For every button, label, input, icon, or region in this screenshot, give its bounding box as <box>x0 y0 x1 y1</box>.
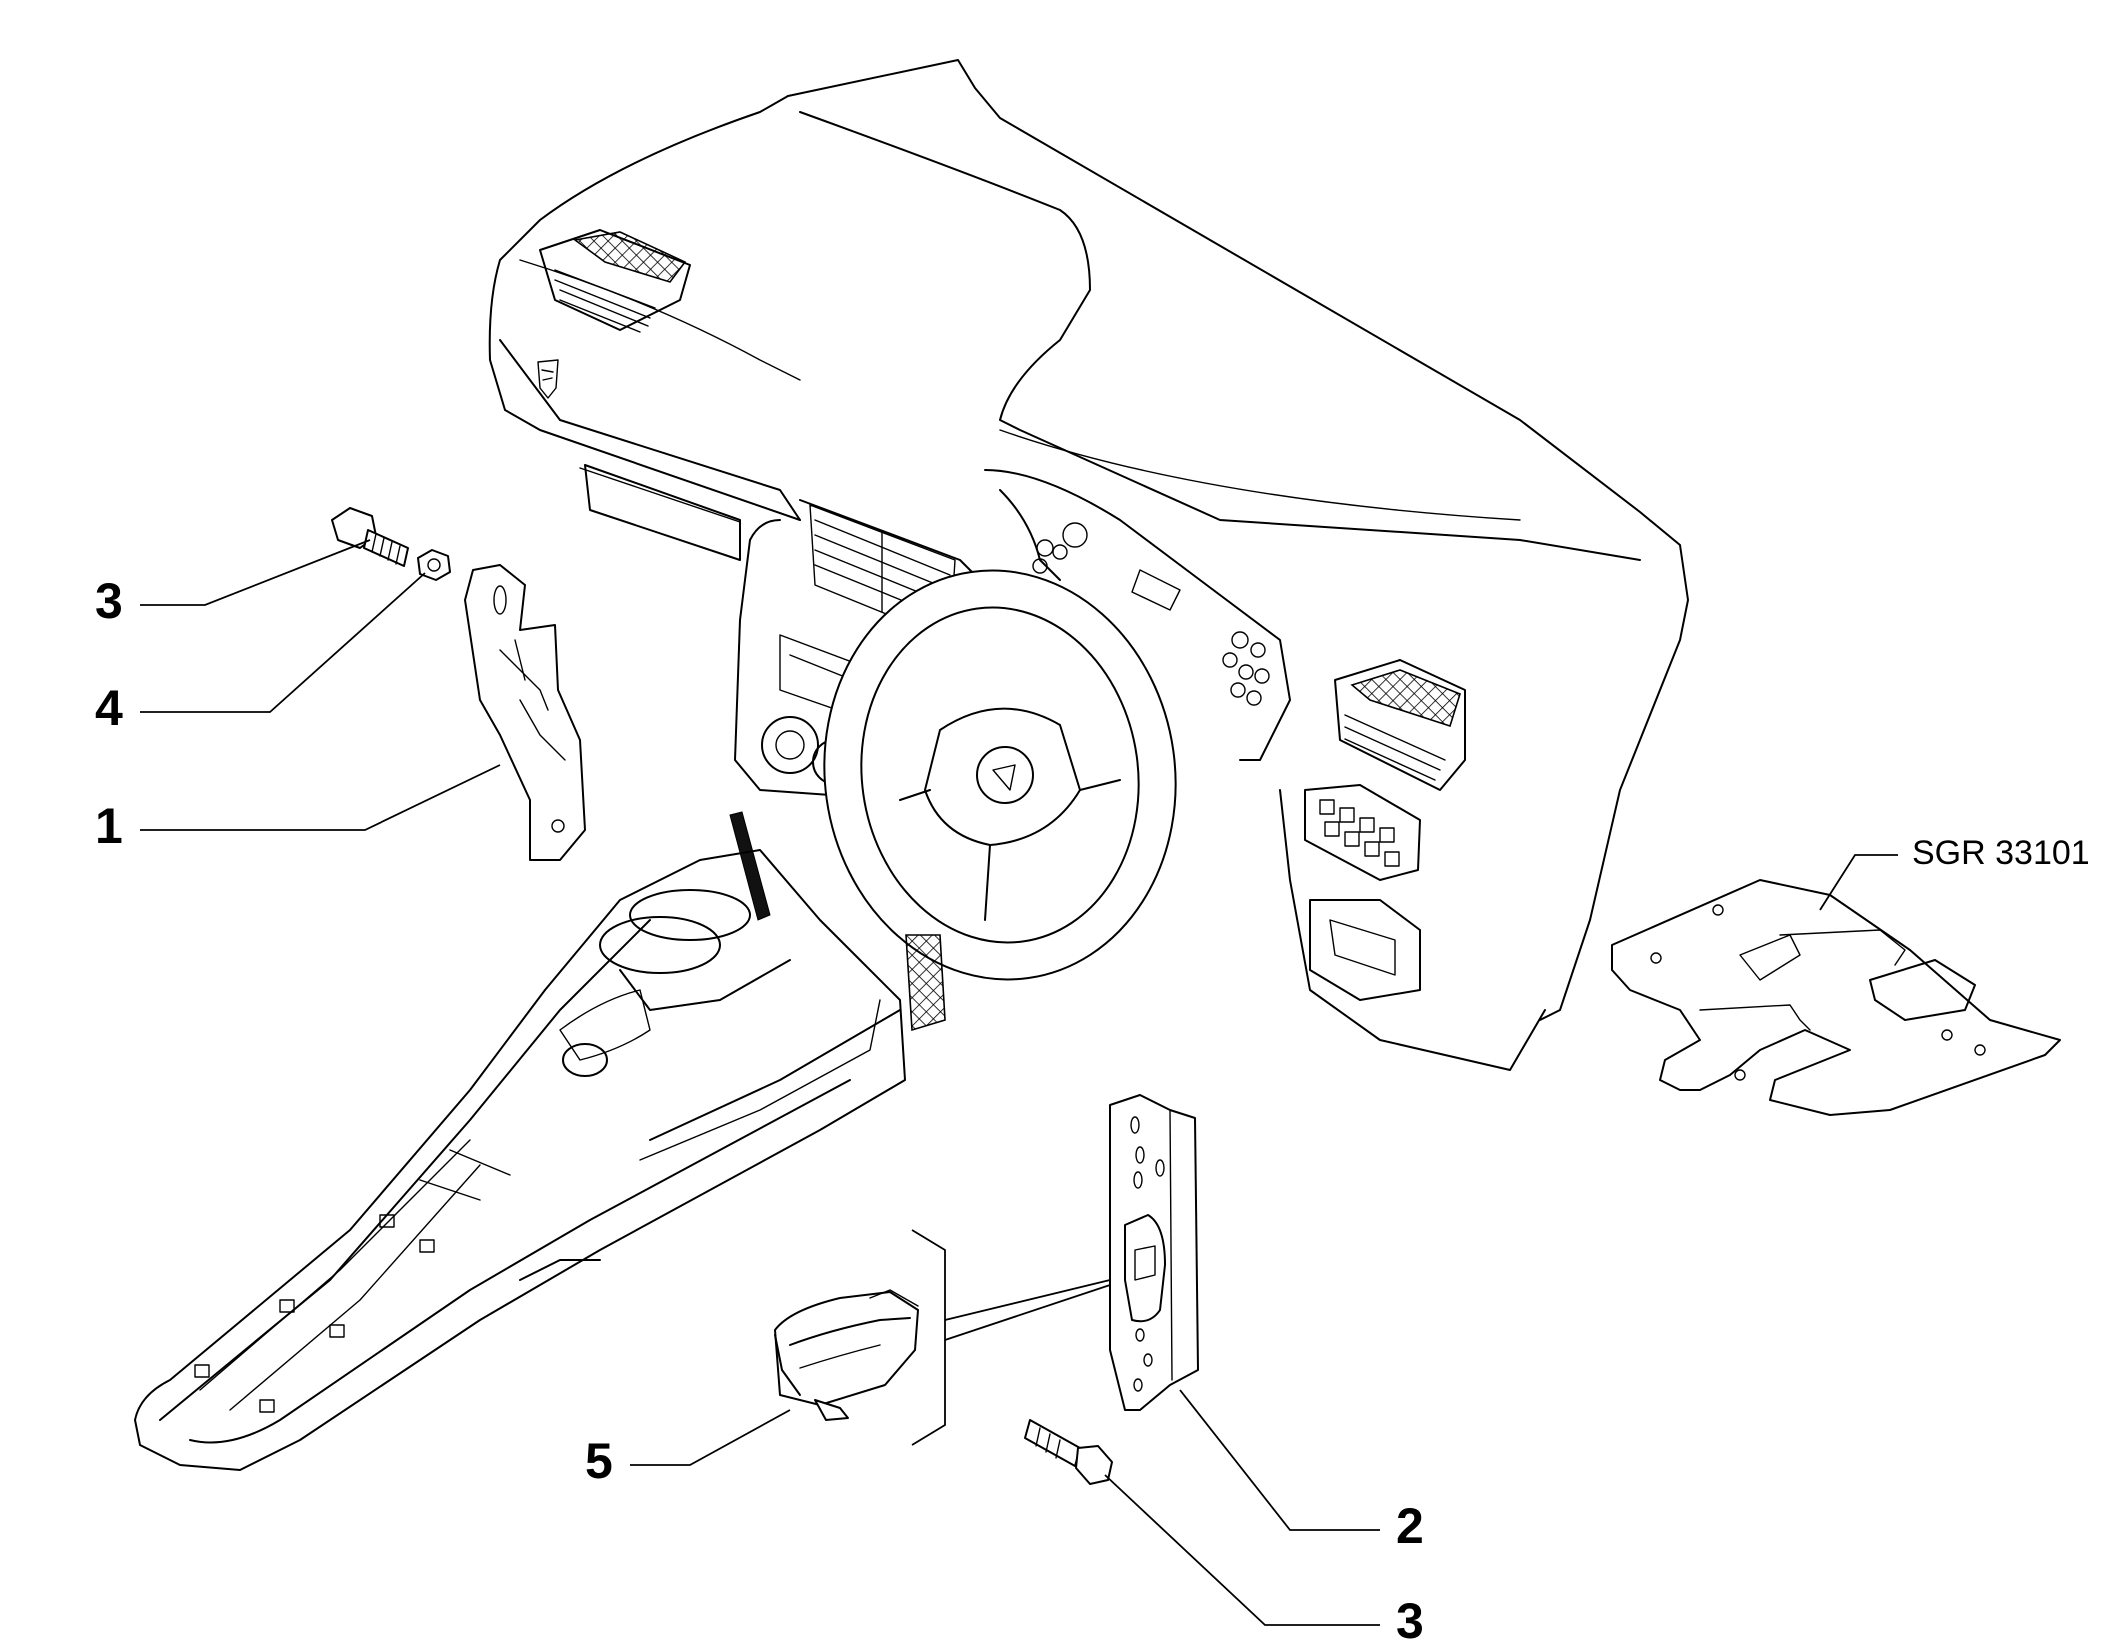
callout-1: 1 <box>95 798 123 854</box>
part-3-bolt-lower <box>1024 1419 1113 1485</box>
part-5-switch <box>774 1289 919 1421</box>
part-3-bolt-upper <box>331 507 409 567</box>
part-2-bracket <box>1109 1094 1199 1411</box>
assembly-bracket-lines <box>911 1229 1111 1446</box>
part-1-bracket <box>464 564 586 861</box>
callout-3-upper: 3 <box>95 573 123 629</box>
center-console <box>134 849 906 1471</box>
part-4-nut <box>417 549 451 581</box>
dashboard-assembly <box>488 59 1689 1071</box>
steering-wheel <box>823 569 1177 981</box>
callout-3-lower: 3 <box>1396 1593 1424 1649</box>
callout-4: 4 <box>95 680 123 736</box>
abarth-logo-icon <box>537 359 559 399</box>
reference-code: SGR 33101 <box>1912 834 2090 872</box>
leader-lines <box>140 539 1898 1626</box>
reference-bracket <box>1611 879 2061 1116</box>
callout-2: 2 <box>1396 1498 1424 1554</box>
tunnel-strip-hatch <box>905 934 946 1032</box>
callout-5: 5 <box>585 1433 613 1489</box>
tunnel-strip-hatch-2 <box>729 811 771 921</box>
